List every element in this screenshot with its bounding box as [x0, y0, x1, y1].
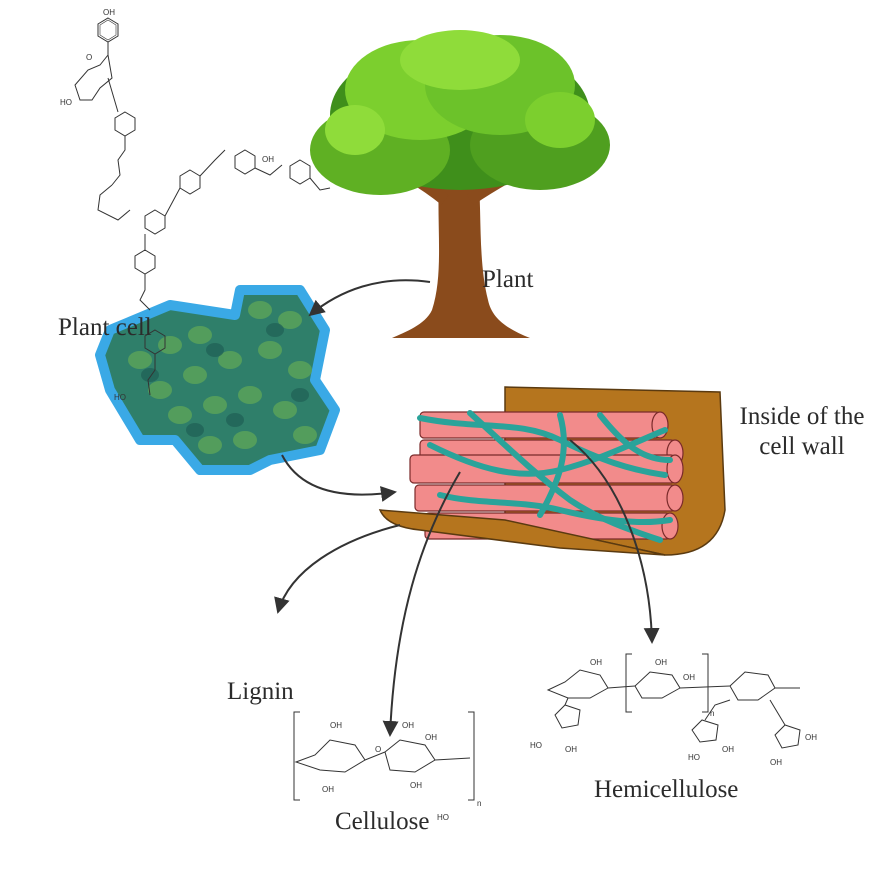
plant-label: Plant: [482, 266, 533, 294]
lignin-oh-label: HO: [114, 393, 126, 402]
hemicellulose-oh-label: OH: [590, 658, 602, 667]
hemicellulose-oh-label: HO: [688, 753, 700, 762]
cellulose-repeat-n: n: [477, 799, 481, 808]
hemicellulose-oh-label: OH: [805, 733, 817, 742]
cellulose-oh-label: HO: [437, 813, 449, 822]
cellulose-oh-label: OH: [425, 733, 437, 742]
lignin-o-label: O: [86, 53, 92, 62]
hemicellulose-structure: [548, 654, 800, 748]
hemicellulose-oh-label: OH: [722, 745, 734, 754]
cellulose-oh-label: OH: [402, 721, 414, 730]
hemicellulose-oh-label: OH: [565, 745, 577, 754]
hemicellulose-repeat-n: n: [710, 709, 714, 718]
cellulose-o-label: O: [375, 745, 381, 754]
hemicellulose-oh-label: OH: [770, 758, 782, 767]
hemicellulose-oh-label: OH: [655, 658, 667, 667]
cellulose-oh-label: OH: [322, 785, 334, 794]
cellulose-label: Cellulose: [335, 808, 429, 836]
arrow-cell-to-wall: [282, 455, 395, 495]
cellulose-structure: [294, 712, 474, 800]
hemicellulose-label: Hemicellulose: [594, 776, 738, 804]
cellulose-oh-label: OH: [410, 781, 422, 790]
hemicellulose-oh-label: HO: [530, 741, 542, 750]
tree-foliage: [310, 30, 610, 195]
cellulose-oh-label: OH: [330, 721, 342, 730]
lignin-oh-label: OH: [103, 8, 115, 17]
hemicellulose-oh-label: OH: [683, 673, 695, 682]
tree-illustration: [310, 30, 610, 338]
cell-wall-label-line1: Inside of the: [732, 402, 872, 432]
cell-wall-label-line2: cell wall: [732, 432, 872, 462]
arrow-plant-to-cell: [310, 280, 430, 315]
plant-cell-label: Plant cell: [58, 314, 152, 342]
lignin-oh-label: HO: [60, 98, 72, 107]
lignin-oh-label: OH: [262, 155, 274, 164]
arrow-wall-to-lignin: [278, 525, 400, 612]
lignin-label: Lignin: [227, 678, 294, 706]
cell-wall-label: Inside of the cell wall: [732, 402, 872, 462]
